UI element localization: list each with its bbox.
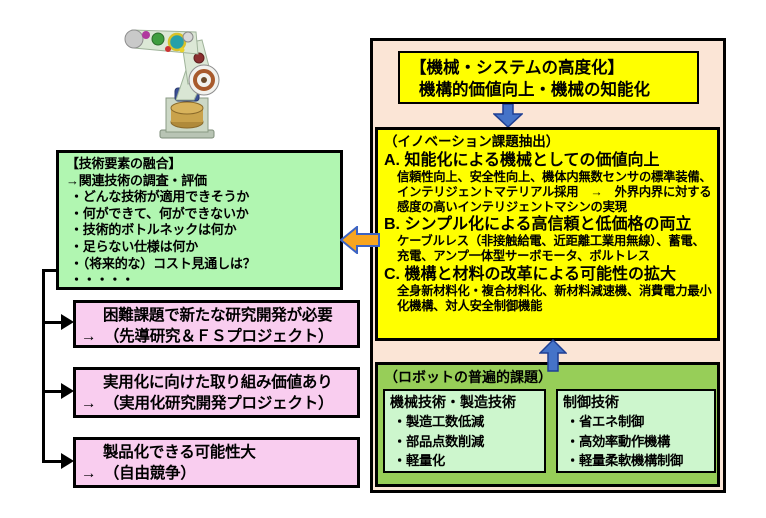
innovation-item-c-heading: C. 機構と材料の改革による可能性の拡大	[384, 265, 676, 283]
fusion-box: 【技術要素の融合】 →関連技術の調査・評価 ・どんな技術が適用できそうか ・何が…	[56, 150, 343, 290]
connector-line	[42, 460, 63, 463]
connector-line	[42, 269, 58, 272]
connector-line	[42, 390, 63, 393]
control-tech-item: ・高効率動作機構	[566, 433, 670, 449]
right-arrow-head-icon	[61, 314, 74, 330]
machine-tech-item: ・部品点数削減	[393, 433, 484, 449]
up-arrow-icon	[539, 339, 567, 372]
outcome-box-practical-rnd: 実用化に向けた取り組み価値あり → （実用化研究開発プロジェクト）	[73, 367, 360, 418]
innovation-header: （イノベーション課題抽出）	[384, 134, 560, 149]
outcome-line1: 製品化できる可能性大	[103, 444, 256, 461]
left-arrow-icon	[340, 226, 380, 254]
machine-tech-box: 機械技術・製造技術 ・製造工数低減 ・部品点数削減 ・軽量化	[383, 389, 546, 473]
outcome-line1: 困難課題で新たな研究開発が必要	[103, 307, 333, 324]
fusion-item: ・どんな技術が適用できそうか	[70, 189, 250, 205]
control-tech-title: 制御技術	[563, 394, 619, 410]
outcome-line2: → （先導研究＆ＦＳプロジェクト）	[81, 328, 334, 345]
innovation-item-b: B. シンプル化による高信頼と低価格の両立 ケーブルレス（非接触給電、近距離工業…	[384, 215, 712, 264]
innovation-item-c: C. 機構と材料の改革による可能性の拡大 全身新材料化・複合材料化、新材料減速機…	[384, 265, 712, 314]
fusion-item: ・足らない仕様は何か	[70, 238, 199, 254]
machine-tech-title: 機械技術・製造技術	[390, 394, 516, 410]
connector-line	[42, 321, 63, 324]
machine-tech-item: ・製造工数低減	[393, 414, 484, 429]
innovation-item-c-body: 全身新材料化・複合材料化、新材料減速機、消費電力最小化機構、対人安全制御機能	[397, 283, 712, 313]
innovation-item-a: A. 知能化による機械としての価値向上 信頼性向上、安全性向上、機体内無数センサ…	[384, 151, 712, 214]
innovation-item-a-body: 信頼性向上、安全性向上、機体内無数センサの標準装備、インテリジェントマテリアル採…	[397, 170, 712, 214]
control-tech-item: ・軽量柔軟機構制御	[566, 453, 683, 468]
advancement-title-line1: 【機械・システムの高度化】	[410, 59, 625, 77]
fusion-item: ・技術的ボトルネックは何か	[70, 222, 237, 238]
advancement-title-box: 【機械・システムの高度化】 機構的価値向上・機械の知能化	[398, 51, 699, 104]
outcome-line2: → （自由競争）	[81, 465, 196, 482]
fusion-subtitle: →関連技術の調査・評価	[66, 172, 207, 188]
innovation-item-b-body: ケーブルレス（非接触給電、近距離工業用無線）、蓄電、充電、アンプ一体型サーボモー…	[397, 234, 705, 264]
outcome-box-leading-research: 困難課題で新たな研究開発が必要 → （先導研究＆ＦＳプロジェクト）	[73, 300, 360, 348]
fusion-item: ・何ができて、何ができないか	[70, 205, 249, 221]
robot-arm-image	[124, 29, 220, 139]
fusion-item: ・・・・・	[70, 272, 135, 288]
machine-tech-item: ・軽量化	[393, 453, 445, 468]
universal-problems-header: （ロボットの普遍的課題）	[384, 369, 552, 385]
control-tech-box: 制御技術 ・省エネ制御 ・高効率動作機構 ・軽量柔軟機構制御	[556, 389, 716, 473]
outcome-line1: 実用化に向けた取り組み価値あり	[103, 374, 333, 391]
outcome-line2: → （実用化研究開発プロジェクト）	[81, 395, 334, 412]
connector-line	[42, 269, 45, 463]
outcome-box-free-competition: 製品化できる可能性大 → （自由競争）	[73, 437, 360, 488]
right-arrow-head-icon	[61, 453, 74, 469]
down-arrow-icon	[493, 104, 523, 128]
right-arrow-head-icon	[61, 383, 74, 399]
innovation-item-a-heading: A. 知能化による機械としての価値向上	[384, 152, 660, 169]
control-tech-item: ・省エネ制御	[566, 414, 644, 429]
advancement-title-line2: 機構的価値向上・機械の知能化	[419, 81, 650, 99]
innovation-box: （イノベーション課題抽出） A. 知能化による機械としての価値向上 信頼性向上、…	[375, 127, 720, 341]
fusion-title: 【技術要素の融合】	[66, 156, 182, 171]
innovation-item-b-heading: B. シンプル化による高信頼と低価格の両立	[384, 216, 692, 234]
fusion-item: ・（将来的な）コスト見通しは？	[70, 255, 256, 271]
